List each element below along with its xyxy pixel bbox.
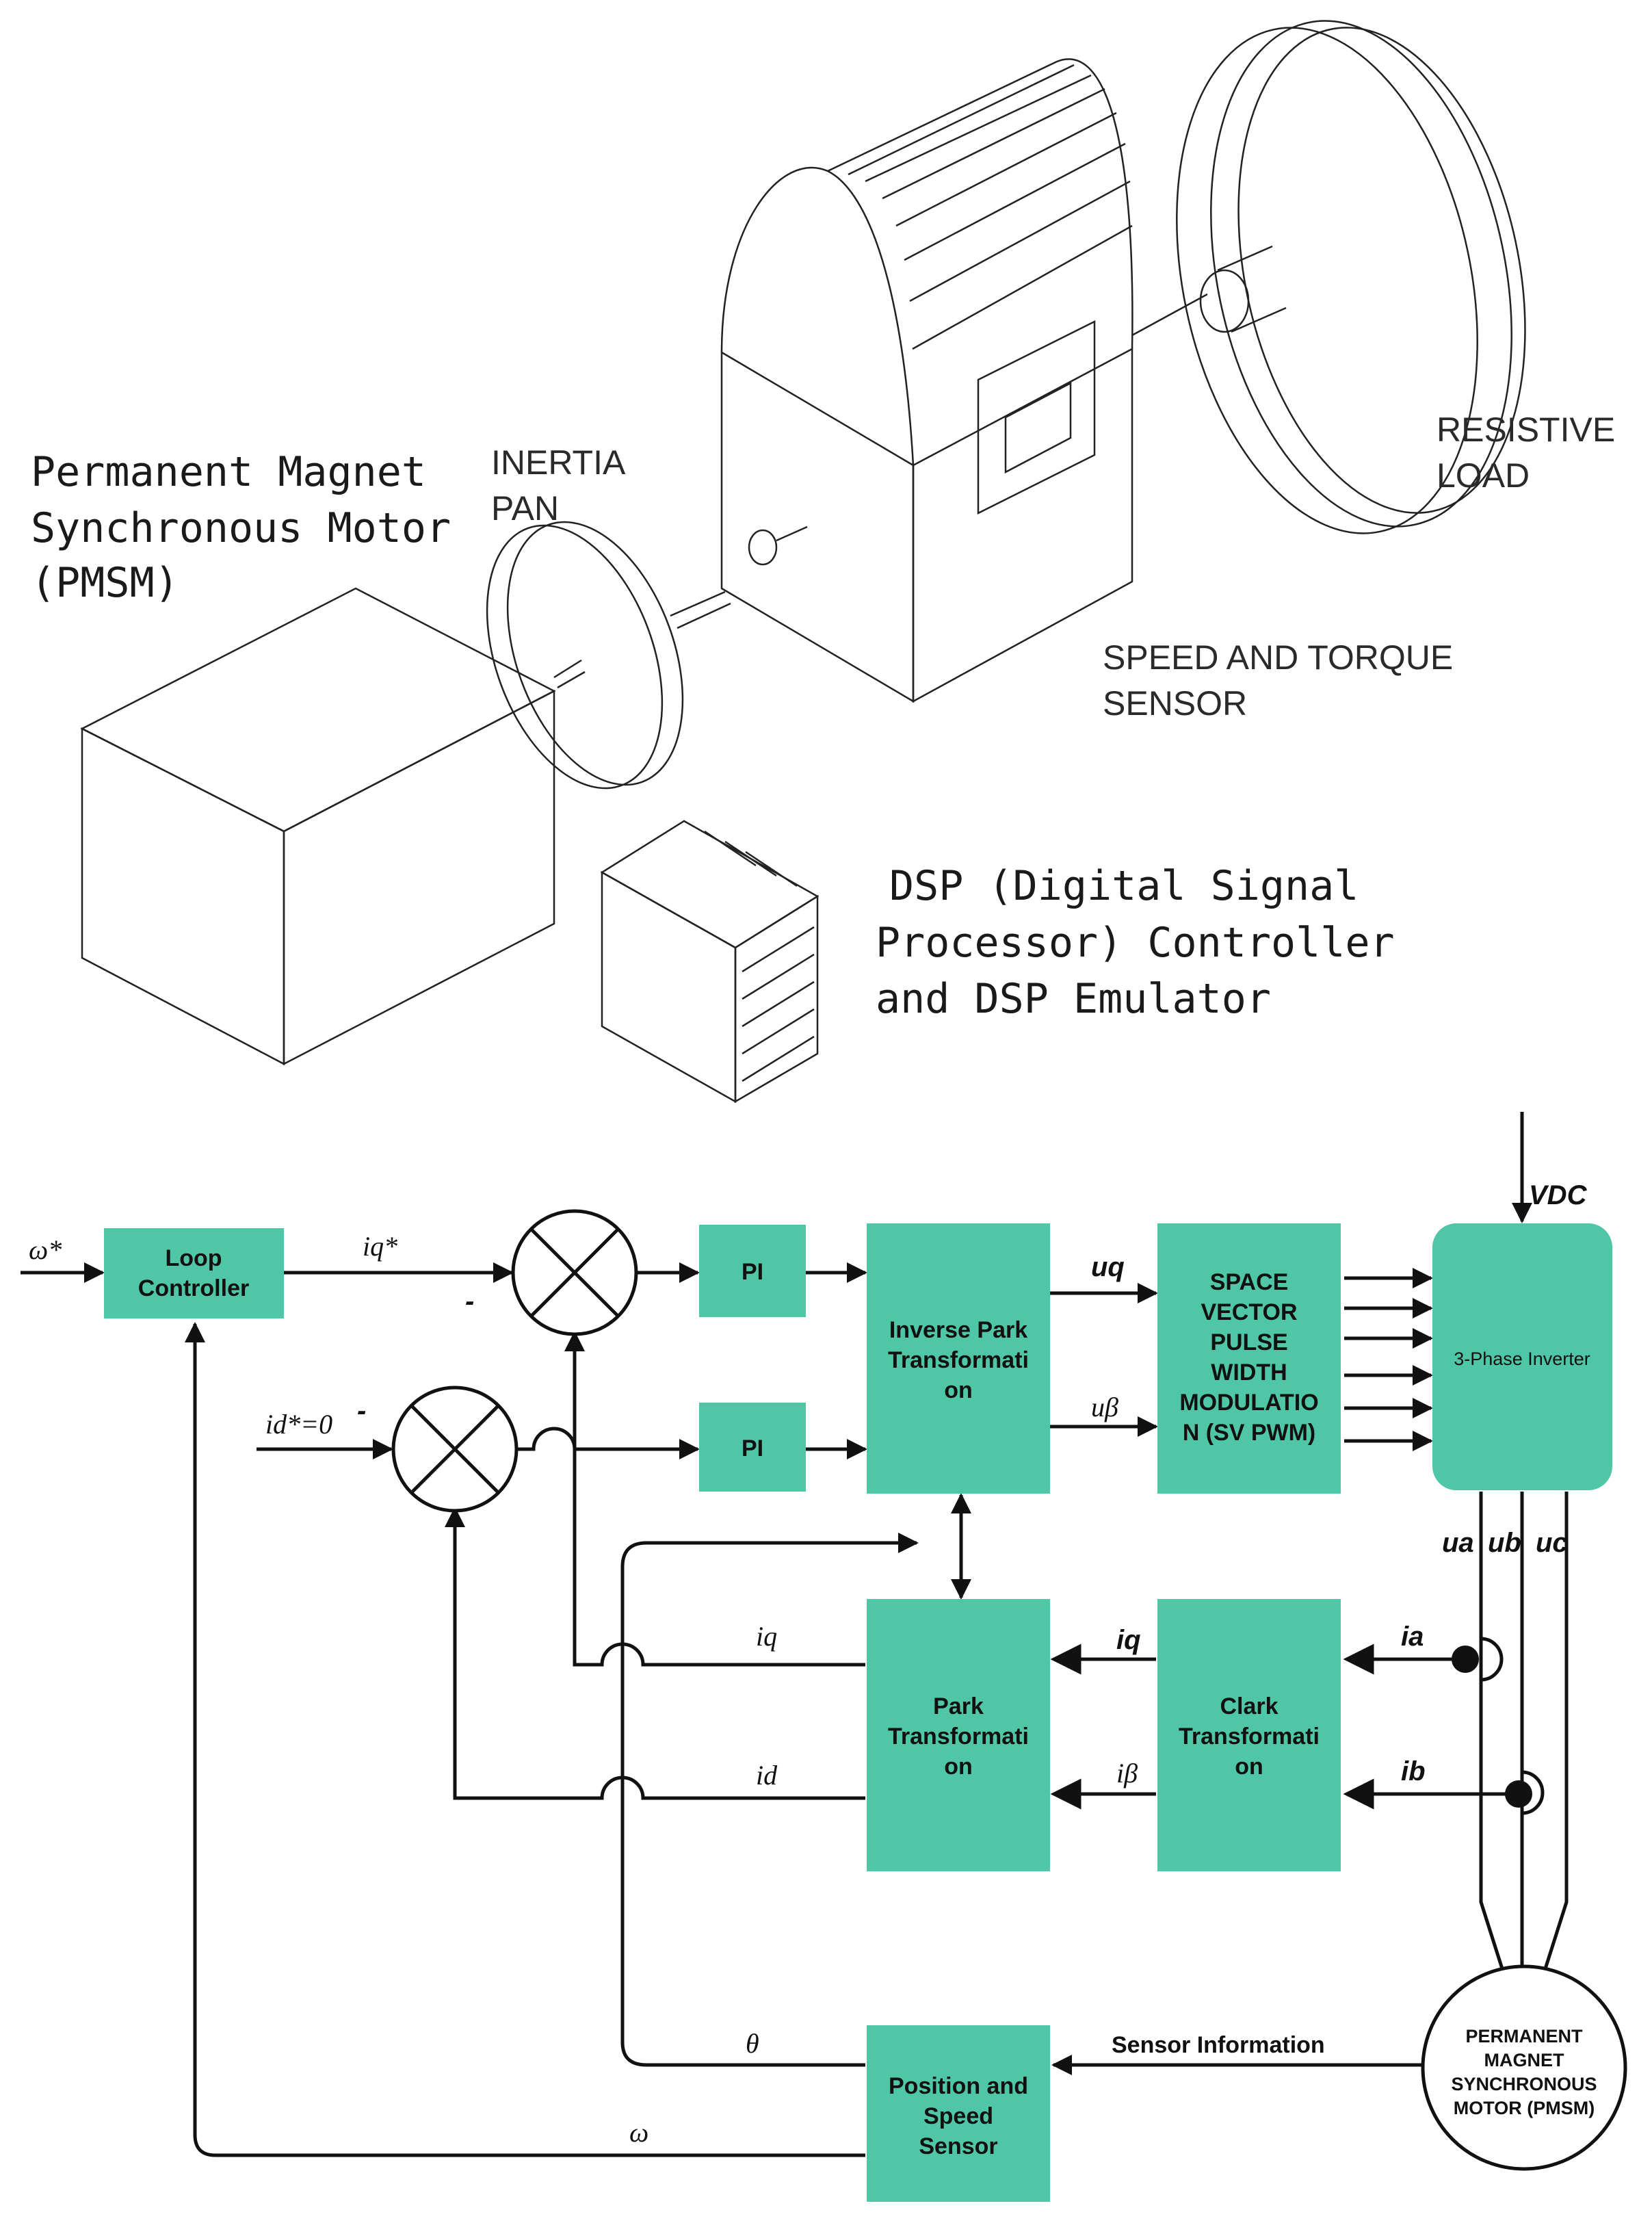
pmsm-box-drawing bbox=[80, 587, 586, 1066]
omega-label: ω bbox=[629, 2117, 648, 2148]
svg-text:RESISTIVE: RESISTIVE bbox=[1437, 411, 1615, 449]
speed-torque-sensor-drawing bbox=[720, 58, 1287, 703]
position-speed-sensor-block: Position and Speed Sensor bbox=[867, 2025, 1050, 2202]
theta-label: θ bbox=[746, 2028, 759, 2059]
svg-text:Clark: Clark bbox=[1220, 1693, 1278, 1719]
svg-text:Transformati: Transformati bbox=[888, 1347, 1029, 1373]
iq-clark-label: iq bbox=[1116, 1625, 1141, 1655]
svg-text:Loop: Loop bbox=[165, 1245, 222, 1271]
svpwm-block: SPACE VECTOR PULSE WIDTH MODULATIO N (SV… bbox=[1157, 1223, 1341, 1494]
pi-d-block: PI bbox=[699, 1403, 806, 1492]
ub-label: ub bbox=[1488, 1528, 1521, 1558]
pi-q-block: PI bbox=[699, 1225, 806, 1317]
svg-text:VECTOR: VECTOR bbox=[1201, 1299, 1297, 1325]
clark-transformation-block: Clark Transformati on bbox=[1157, 1599, 1341, 1871]
svg-text:PAN: PAN bbox=[491, 489, 559, 528]
three-phase-inverter-block: 3-Phase Inverter bbox=[1432, 1223, 1612, 1490]
svg-text:WIDTH: WIDTH bbox=[1211, 1360, 1287, 1386]
svg-text:SENSOR: SENSOR bbox=[1103, 684, 1247, 723]
pmsm-illustration-label: Permanent Magnet Synchronous Motor (PMSM… bbox=[31, 448, 451, 607]
svg-text:Transformati: Transformati bbox=[888, 1724, 1029, 1750]
svg-text:LOAD: LOAD bbox=[1437, 456, 1530, 495]
resistive-load-drawing bbox=[1176, 20, 1526, 534]
svg-text:Inverse Park: Inverse Park bbox=[889, 1317, 1027, 1343]
svg-text:MAGNET: MAGNET bbox=[1484, 2050, 1564, 2070]
svg-text:on: on bbox=[944, 1377, 973, 1403]
svg-text:Speed: Speed bbox=[923, 2103, 993, 2129]
signal-lines bbox=[21, 1112, 1569, 2157]
dsp-box-drawing bbox=[600, 820, 820, 1104]
ua-label: ua bbox=[1442, 1528, 1474, 1558]
svg-text:SPEED AND TORQUE: SPEED AND TORQUE bbox=[1103, 638, 1453, 677]
svg-text:N (SV PWM): N (SV PWM) bbox=[1183, 1420, 1316, 1446]
minus-q-label: - bbox=[465, 1286, 474, 1316]
svg-text:MODULATIO: MODULATIO bbox=[1179, 1390, 1318, 1416]
svg-text:PI: PI bbox=[742, 1259, 763, 1285]
svg-text:3-Phase Inverter: 3-Phase Inverter bbox=[1454, 1349, 1590, 1369]
svg-text:Sensor: Sensor bbox=[919, 2133, 997, 2159]
svg-text:SPACE: SPACE bbox=[1210, 1269, 1289, 1295]
sensor-information-label: Sensor Information bbox=[1112, 2032, 1325, 2058]
id-ref-label: id*=0 bbox=[265, 1409, 332, 1440]
iq-ref-label: iq* bbox=[363, 1231, 397, 1262]
svg-text:Permanent Magnet: Permanent Magnet bbox=[31, 448, 426, 496]
svg-text:PULSE: PULSE bbox=[1210, 1329, 1287, 1355]
svg-text:SYNCHRONOUS: SYNCHRONOUS bbox=[1451, 2074, 1597, 2094]
uc-label: uc bbox=[1536, 1528, 1568, 1558]
svg-text:and DSP Emulator: and DSP Emulator bbox=[876, 975, 1271, 1023]
control-block-diagram: Loop Controller PI PI Inverse Park Trans… bbox=[21, 1112, 1627, 2202]
resistive-load-label: RESISTIVE LOAD bbox=[1437, 411, 1615, 495]
svg-text:(PMSM): (PMSM) bbox=[31, 559, 179, 607]
omega-ref-label: ω* bbox=[29, 1234, 62, 1265]
svg-text:DSP (Digital Signal: DSP (Digital Signal bbox=[889, 862, 1359, 910]
minus-d-label: - bbox=[357, 1396, 366, 1426]
inverse-park-block: Inverse Park Transformati on bbox=[867, 1223, 1050, 1494]
vdc-label: VDC bbox=[1529, 1180, 1588, 1210]
svg-text:MOTOR (PMSM): MOTOR (PMSM) bbox=[1454, 2098, 1595, 2118]
id-park-label: id bbox=[756, 1760, 778, 1791]
svg-text:PERMANENT: PERMANENT bbox=[1465, 2026, 1583, 2046]
mechanical-setup-illustration: Permanent Magnet Synchronous Motor (PMSM… bbox=[31, 20, 1615, 1104]
svg-text:Processor) Controller: Processor) Controller bbox=[876, 919, 1395, 967]
pmsm-motor-circle: PERMANENT MAGNET SYNCHRONOUS MOTOR (PMSM… bbox=[1421, 1964, 1627, 2171]
svg-text:on: on bbox=[1235, 1754, 1263, 1780]
dsp-illustration-label: DSP (Digital Signal Processor) Controlle… bbox=[876, 862, 1395, 1023]
uq-label: uq bbox=[1091, 1252, 1125, 1282]
park-transformation-block: Park Transformati on bbox=[867, 1599, 1050, 1871]
ibeta-clark-label: iβ bbox=[1116, 1758, 1138, 1789]
ib-label: ib bbox=[1401, 1756, 1426, 1786]
svg-text:INERTIA: INERTIA bbox=[491, 443, 626, 482]
svg-text:Position and: Position and bbox=[889, 2073, 1028, 2099]
summing-junction-q bbox=[511, 1209, 638, 1336]
iq-park-label: iq bbox=[756, 1621, 777, 1652]
summing-junction-d bbox=[391, 1386, 519, 1513]
svg-text:on: on bbox=[944, 1754, 973, 1780]
loop-controller-block: Loop Controller bbox=[104, 1228, 284, 1318]
svg-text:Synchronous Motor: Synchronous Motor bbox=[31, 504, 451, 552]
speed-torque-sensor-label: SPEED AND TORQUE SENSOR bbox=[1103, 638, 1453, 723]
svg-text:Park: Park bbox=[933, 1693, 984, 1719]
svg-text:PI: PI bbox=[742, 1435, 763, 1461]
ubeta-label: uβ bbox=[1091, 1392, 1118, 1422]
svg-text:Controller: Controller bbox=[138, 1275, 249, 1301]
inertia-pan-drawing bbox=[486, 521, 731, 790]
svg-text:Transformati: Transformati bbox=[1179, 1724, 1320, 1750]
inertia-pan-label: INERTIA PAN bbox=[491, 443, 626, 528]
ia-label: ia bbox=[1401, 1622, 1424, 1652]
